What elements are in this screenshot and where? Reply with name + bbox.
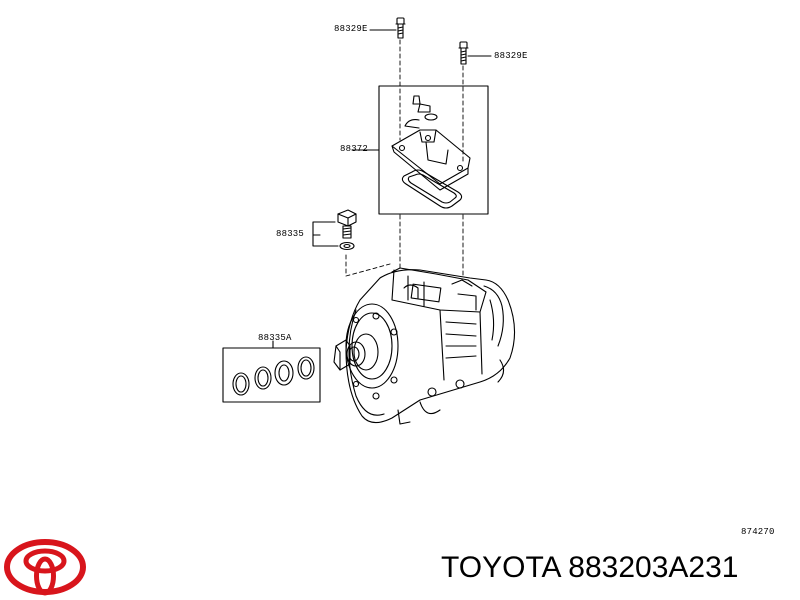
callout-88329e-left: 88329E [334,24,368,34]
callout-88335: 88335 [276,229,305,239]
bolt-88329e-left [369,17,406,39]
part-number: 883203A231 [568,551,739,584]
ring-kit-88335a [222,340,321,403]
callout-88335a: 88335A [258,333,292,343]
brand-part-caption: TOYOTA 883203A231 [441,553,738,583]
assembly-guide-lines [345,39,464,279]
plug-bolt-88335 [312,209,357,251]
callout-88329e-right: 88329E [494,51,528,61]
diagram-reference-number: 874270 [741,527,775,537]
bolt-88329e-right [458,41,492,65]
callout-88372: 88372 [340,144,369,154]
compressor-body [333,267,516,425]
brand-name: TOYOTA [441,551,560,584]
valve-assembly-88372 [351,85,489,215]
toyota-logo-icon [4,539,86,596]
